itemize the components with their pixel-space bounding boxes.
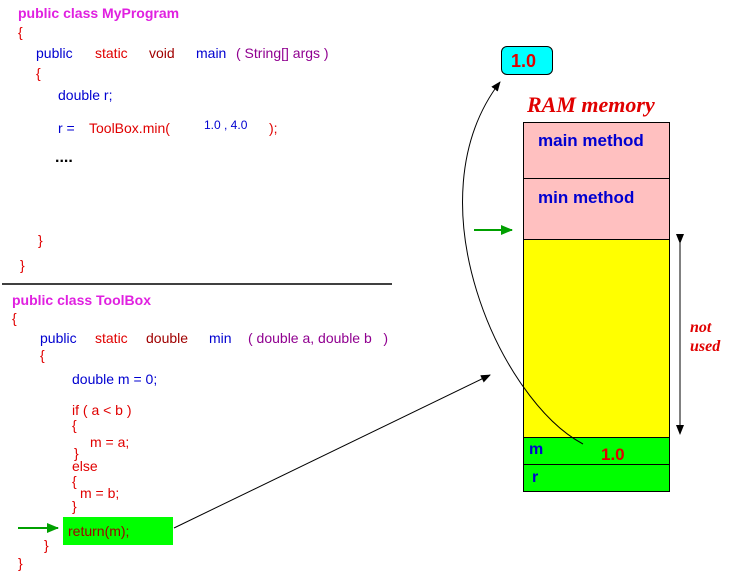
return-highlight	[63, 517, 173, 545]
not-used-label-line1: not	[690, 319, 712, 336]
main-kw-static: static	[95, 45, 128, 61]
min-open-brace: {	[40, 347, 45, 363]
myprogram-class-decl: public class MyProgram	[18, 5, 180, 21]
if-open-brace: {	[72, 417, 77, 433]
var-r-cell: r	[523, 464, 670, 492]
value-return-curve-arrow	[462, 81, 584, 445]
myprogram-open-brace: {	[18, 24, 23, 40]
min-close-brace: }	[44, 537, 49, 553]
code-ellipsis: ....	[55, 149, 73, 166]
main-method-params: ( String[] args )	[236, 45, 329, 61]
else-stmt: m = b;	[80, 485, 120, 501]
min-method-params: ( double a, double b )	[248, 330, 389, 346]
else-close-brace: }	[72, 498, 77, 514]
myprogram-close-brace: }	[20, 257, 25, 273]
min-method-frame-label: min method	[538, 188, 635, 207]
return-value-bubble: 1.0	[501, 46, 553, 75]
main-kw-public: public	[36, 45, 73, 61]
return-stmt: return(m);	[68, 523, 130, 539]
min-method-frame: min method	[523, 178, 670, 240]
assign-call: ToolBox.min(	[89, 120, 170, 136]
main-open-brace: {	[36, 65, 41, 81]
assign-args: 1.0 , 4.0	[204, 118, 248, 132]
decl-r: double r;	[58, 87, 113, 103]
if-close-brace: }	[74, 445, 79, 461]
else-open-brace: {	[72, 473, 77, 489]
main-kw-void: void	[149, 45, 175, 61]
min-kw-static: static	[95, 330, 128, 346]
assign-suffix: );	[269, 120, 278, 136]
toolbox-close-brace: }	[18, 555, 23, 571]
var-m-label: m	[529, 441, 544, 458]
ram-memory-title: RAM memory	[527, 92, 655, 117]
not-used-label-line2: used	[690, 338, 721, 355]
return-value-text: 1.0	[511, 51, 537, 71]
else-kw: else	[72, 458, 98, 474]
if-line: if ( a < b )	[72, 402, 132, 418]
var-m-value: 1.0	[601, 445, 625, 464]
min-kw-public: public	[40, 330, 77, 346]
main-method-frame-label: main method	[538, 131, 644, 150]
var-m-cell: m 1.0	[523, 437, 670, 465]
toolbox-open-brace: {	[12, 310, 17, 326]
min-kw-double: double	[146, 330, 189, 346]
main-method-frame: main method	[523, 122, 670, 179]
then-stmt: m = a;	[90, 434, 130, 450]
var-r-label: r	[532, 469, 539, 486]
min-method-name: min	[209, 330, 232, 346]
assign-prefix: r =	[58, 120, 79, 136]
main-method-name: main	[196, 45, 227, 61]
toolbox-class-decl: public class ToolBox	[12, 292, 151, 308]
return-to-memory-arrow	[173, 374, 491, 529]
unused-memory-region	[523, 239, 670, 438]
decl-m: double m = 0;	[72, 371, 158, 387]
main-close-brace: }	[38, 232, 43, 248]
